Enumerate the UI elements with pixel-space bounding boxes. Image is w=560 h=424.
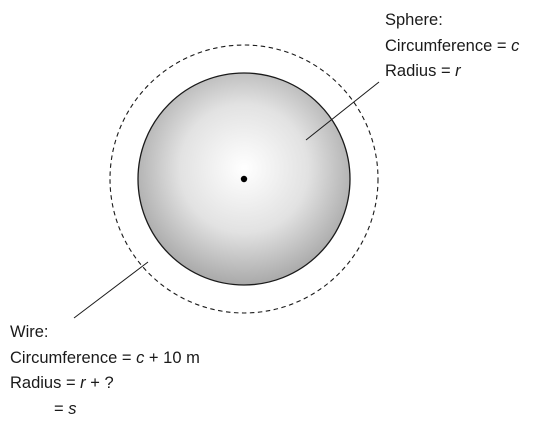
wire-circumference-label: Circumference =	[10, 349, 136, 367]
wire-leader-line	[74, 262, 148, 318]
sphere-labels: Sphere: Circumference = c Radius = r	[385, 10, 519, 87]
wire-radius-alt-label: =	[54, 400, 68, 418]
sphere-title: Sphere:	[385, 10, 519, 36]
sphere-circumference-label: Circumference =	[385, 37, 511, 55]
wire-title: Wire:	[10, 322, 200, 348]
sphere-radius-label: Radius =	[385, 62, 455, 80]
wire-radius-alt-var: s	[68, 400, 76, 418]
wire-labels: Wire: Circumference = c + 10 m Radius = …	[10, 322, 200, 424]
sphere-center-dot	[241, 176, 247, 182]
sphere-radius: Radius = r	[385, 61, 519, 87]
wire-radius-label: Radius =	[10, 374, 80, 392]
sphere-circumference: Circumference = c	[385, 36, 519, 62]
sphere-circumference-var: c	[511, 37, 519, 55]
wire-radius: Radius = r + ?	[10, 373, 200, 399]
wire-circumference: Circumference = c + 10 m	[10, 348, 200, 374]
wire-radius-suffix: + ?	[86, 374, 114, 392]
wire-circumference-suffix: + 10 m	[144, 349, 200, 367]
sphere-radius-var: r	[455, 62, 461, 80]
wire-radius-alt: = s	[10, 399, 200, 424]
